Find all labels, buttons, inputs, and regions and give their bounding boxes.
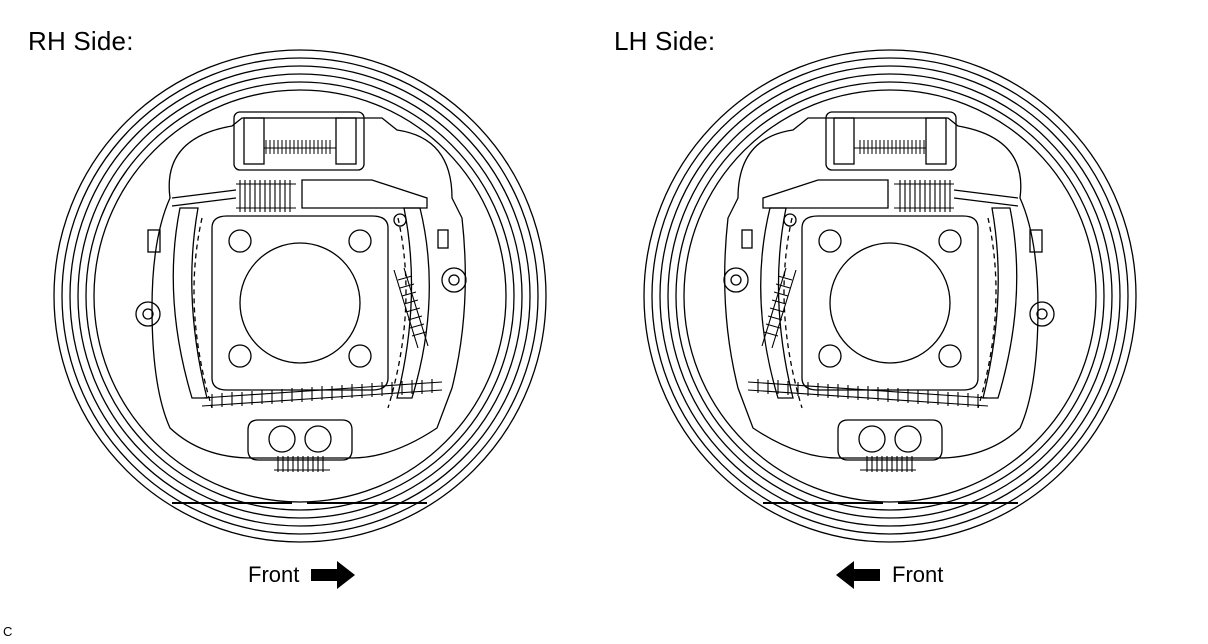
rh-side-title: RH Side:	[28, 26, 134, 56]
hold-down-pin	[441, 267, 467, 293]
leading-shoe	[172, 207, 208, 399]
flange-bolt-hole	[348, 344, 372, 368]
bottom-spring	[274, 456, 330, 472]
arrow-left-icon	[836, 561, 880, 589]
backing-plate	[151, 117, 466, 459]
axle-flange	[211, 215, 389, 391]
lh-front-indicator: Front	[834, 560, 943, 590]
flange-bolt-hole	[228, 229, 252, 253]
lh-front-label: Front	[892, 562, 944, 587]
wheel-cylinder	[233, 111, 365, 171]
adjusting-lever-spring	[393, 267, 429, 349]
trailing-shoe	[396, 207, 430, 399]
flange-bolt-hole	[348, 229, 372, 253]
lower-return-spring	[201, 379, 443, 408]
hub-bore	[239, 242, 361, 364]
adjuster-strut	[301, 179, 428, 209]
rh-front-label: Front	[248, 562, 300, 587]
flange-bolt-hole	[228, 344, 252, 368]
rh-brake-assembly-diagram	[53, 49, 547, 543]
rh-front-indicator: Front	[248, 560, 357, 590]
lh-brake-assembly-diagram	[643, 49, 1137, 543]
arrow-right-icon	[311, 561, 356, 589]
figure-code: C	[3, 624, 13, 639]
drum-outer-ring	[53, 49, 547, 543]
upper-return-spring	[236, 180, 296, 212]
lh-side-title: LH Side:	[614, 26, 716, 56]
hold-down-pin	[135, 301, 161, 327]
anchor-block	[247, 419, 353, 461]
